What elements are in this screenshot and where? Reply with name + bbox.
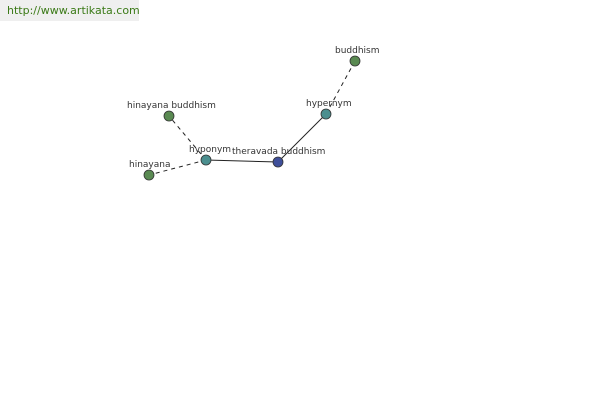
site-url-link[interactable]: http://www.artikata.com xyxy=(7,4,140,17)
edge-center-hypernym xyxy=(277,113,327,163)
node-label-buddhism: buddhism xyxy=(335,46,380,56)
nodes-layer xyxy=(143,55,361,181)
node-hinayana-buddhism[interactable] xyxy=(163,110,175,122)
node-label-hinayana: hinayana xyxy=(129,160,170,170)
node-hinayana[interactable] xyxy=(143,169,155,181)
node-hyponym[interactable] xyxy=(200,154,212,166)
node-label-hinayana-buddhism: hinayana buddhism xyxy=(127,101,216,111)
node-hypernym[interactable] xyxy=(320,108,332,120)
site-banner: http://www.artikata.com xyxy=(0,0,140,21)
edge-hypernym-buddhism xyxy=(325,60,356,115)
edge-center-hyponym xyxy=(205,159,279,163)
edges-layer xyxy=(148,60,356,176)
node-buddhism[interactable] xyxy=(349,55,361,67)
node-label-center: theravada buddhism xyxy=(232,147,325,157)
edge-hyponym-hinayana xyxy=(148,159,207,176)
node-center[interactable] xyxy=(272,156,284,168)
edge-hyponym-hinayana_buddhism xyxy=(168,115,207,161)
node-label-hyponym: hyponym xyxy=(189,145,231,155)
node-label-hypernym: hypernym xyxy=(306,99,352,109)
